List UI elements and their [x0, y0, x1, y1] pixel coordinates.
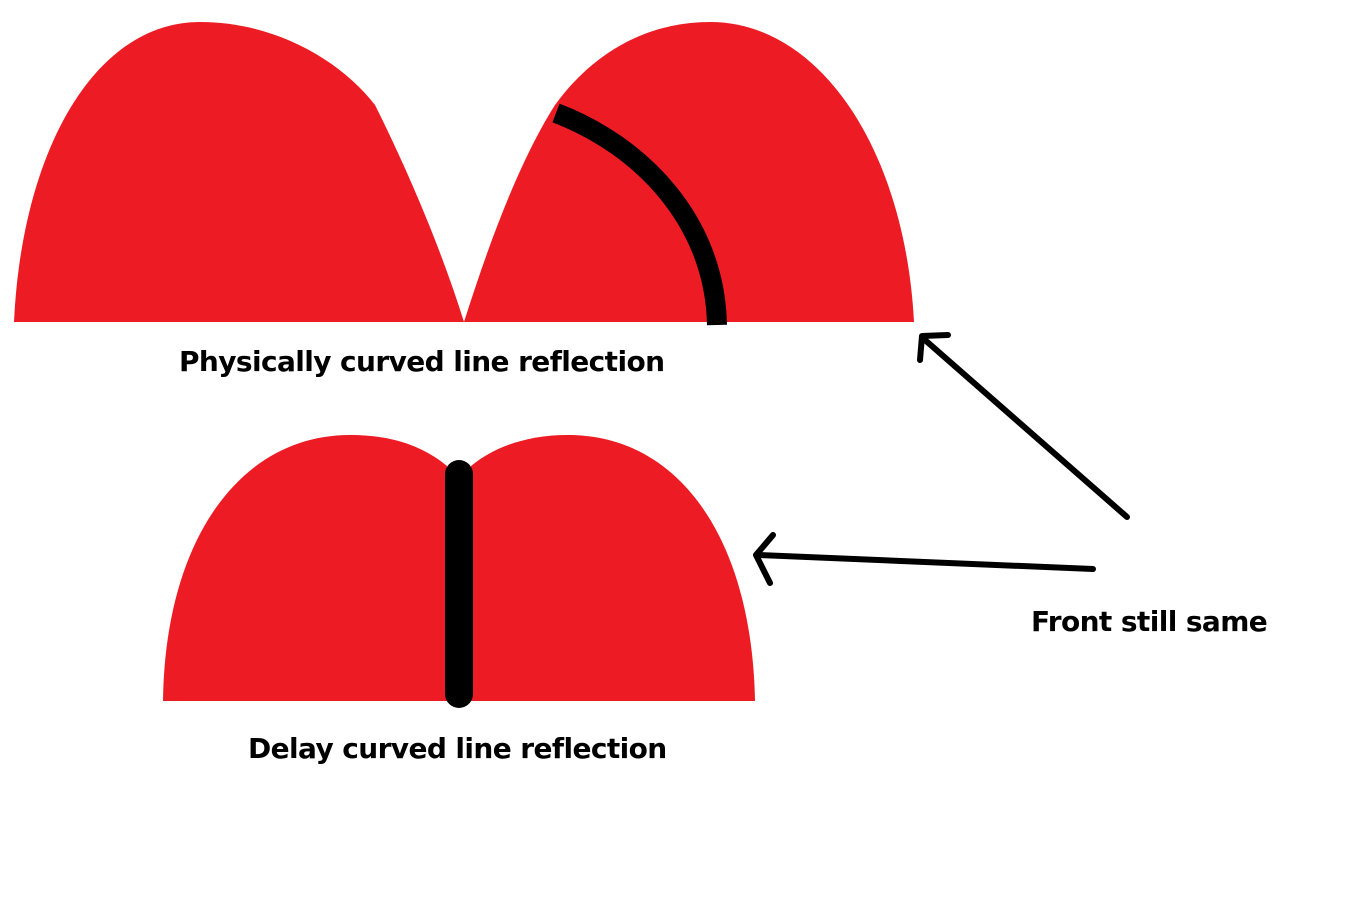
delay-curved-reflection-figure: [163, 435, 755, 708]
top-figure-caption: Physically curved line reflection: [179, 345, 665, 378]
bottom-figure-caption: Delay curved line reflection: [248, 732, 667, 765]
bottom-left-wavefront-lobe: [163, 435, 447, 701]
arrow-to-top-figure: [917, 332, 1130, 520]
bottom-right-wavefront-lobe: [471, 435, 755, 701]
arrow-to-bottom-figure: [753, 532, 1096, 586]
physically-curved-reflection-figure: [14, 22, 914, 326]
top-right-wavefront-lobe: [464, 22, 914, 322]
top-left-wavefront-lobe: [14, 22, 464, 322]
top-curved-reflector-line: [552, 103, 727, 326]
annotation-arrows: [753, 332, 1130, 586]
front-annotation-label: Front still same: [1031, 605, 1268, 638]
